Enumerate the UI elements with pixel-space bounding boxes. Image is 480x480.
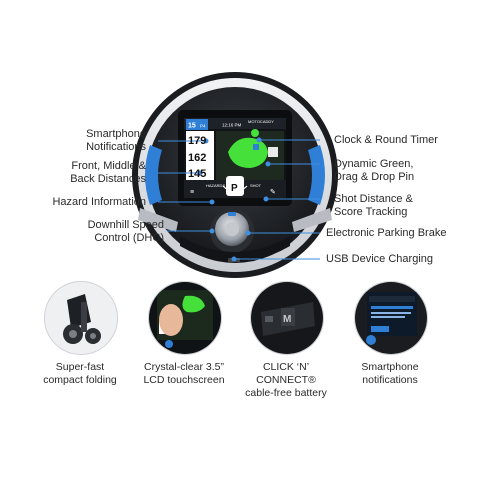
callout-smartphone-notifications: Smartphone Notifications xyxy=(86,128,146,153)
right-blue-accent xyxy=(308,145,325,205)
feature-caption-touchscreen: Crystal-clear 3.5” LCD touchscreen xyxy=(143,361,225,386)
edit-icon: ✎ xyxy=(270,189,276,196)
menu-shot: SHOT xyxy=(250,183,262,188)
distance-middle: 162 xyxy=(188,152,206,164)
callout-lines xyxy=(158,137,320,262)
callout-dhc: Downhill Speed Control (DHC) xyxy=(87,219,164,244)
callout-shot-distance: Shot Distance & Score Tracking xyxy=(334,193,413,218)
center-letter: P xyxy=(231,183,238,194)
feature-thumb-notifications xyxy=(354,281,428,355)
feature-caption-battery: CLICK ‘N’ CONNECT® cable-free battery xyxy=(245,361,327,399)
distance-back: 179 xyxy=(188,135,206,147)
touchscreen-illustration: 6 xyxy=(149,282,221,354)
screen-clock: 12:16 PM xyxy=(222,123,242,128)
callout-clock: Clock & Round Timer xyxy=(334,134,438,146)
left-blue-accent xyxy=(145,145,162,205)
callout-distances: Front, Middle & Back Distances xyxy=(70,160,146,185)
hole-badge xyxy=(186,119,208,130)
menu-icon: ≡ xyxy=(190,189,194,196)
menu-hazards: HAZARDS xyxy=(206,183,225,188)
svg-text:M: M xyxy=(283,314,291,325)
callout-parking-brake: Electronic Parking Brake xyxy=(326,227,447,239)
hole-number: 15 xyxy=(188,123,196,130)
brand-text: MOTOCADDY xyxy=(248,119,274,124)
callout-hazard-information: Hazard Information xyxy=(52,196,146,208)
flag-marker xyxy=(251,129,259,137)
feature-caption-notifications: Smartphone notifications xyxy=(361,361,419,386)
left-arm-strip xyxy=(138,208,178,232)
right-arm-strip xyxy=(292,208,332,232)
notification-illustration xyxy=(355,282,427,354)
hole-par: P4 xyxy=(200,124,206,129)
feature-thumb-folding xyxy=(44,281,118,355)
callout-dynamic-green: Dynamic Green, Drag & Drop Pin xyxy=(334,158,415,183)
feature-thumb-battery: M xyxy=(250,281,324,355)
feature-caption-folding: Super-fast compact folding xyxy=(43,361,117,386)
distance-front: 145 xyxy=(188,168,206,180)
battery-illustration: M xyxy=(251,282,323,354)
feature-thumb-touchscreen: 6 xyxy=(148,281,222,355)
folded-trolley-illustration xyxy=(45,282,117,354)
callout-usb: USB Device Charging xyxy=(326,253,433,265)
